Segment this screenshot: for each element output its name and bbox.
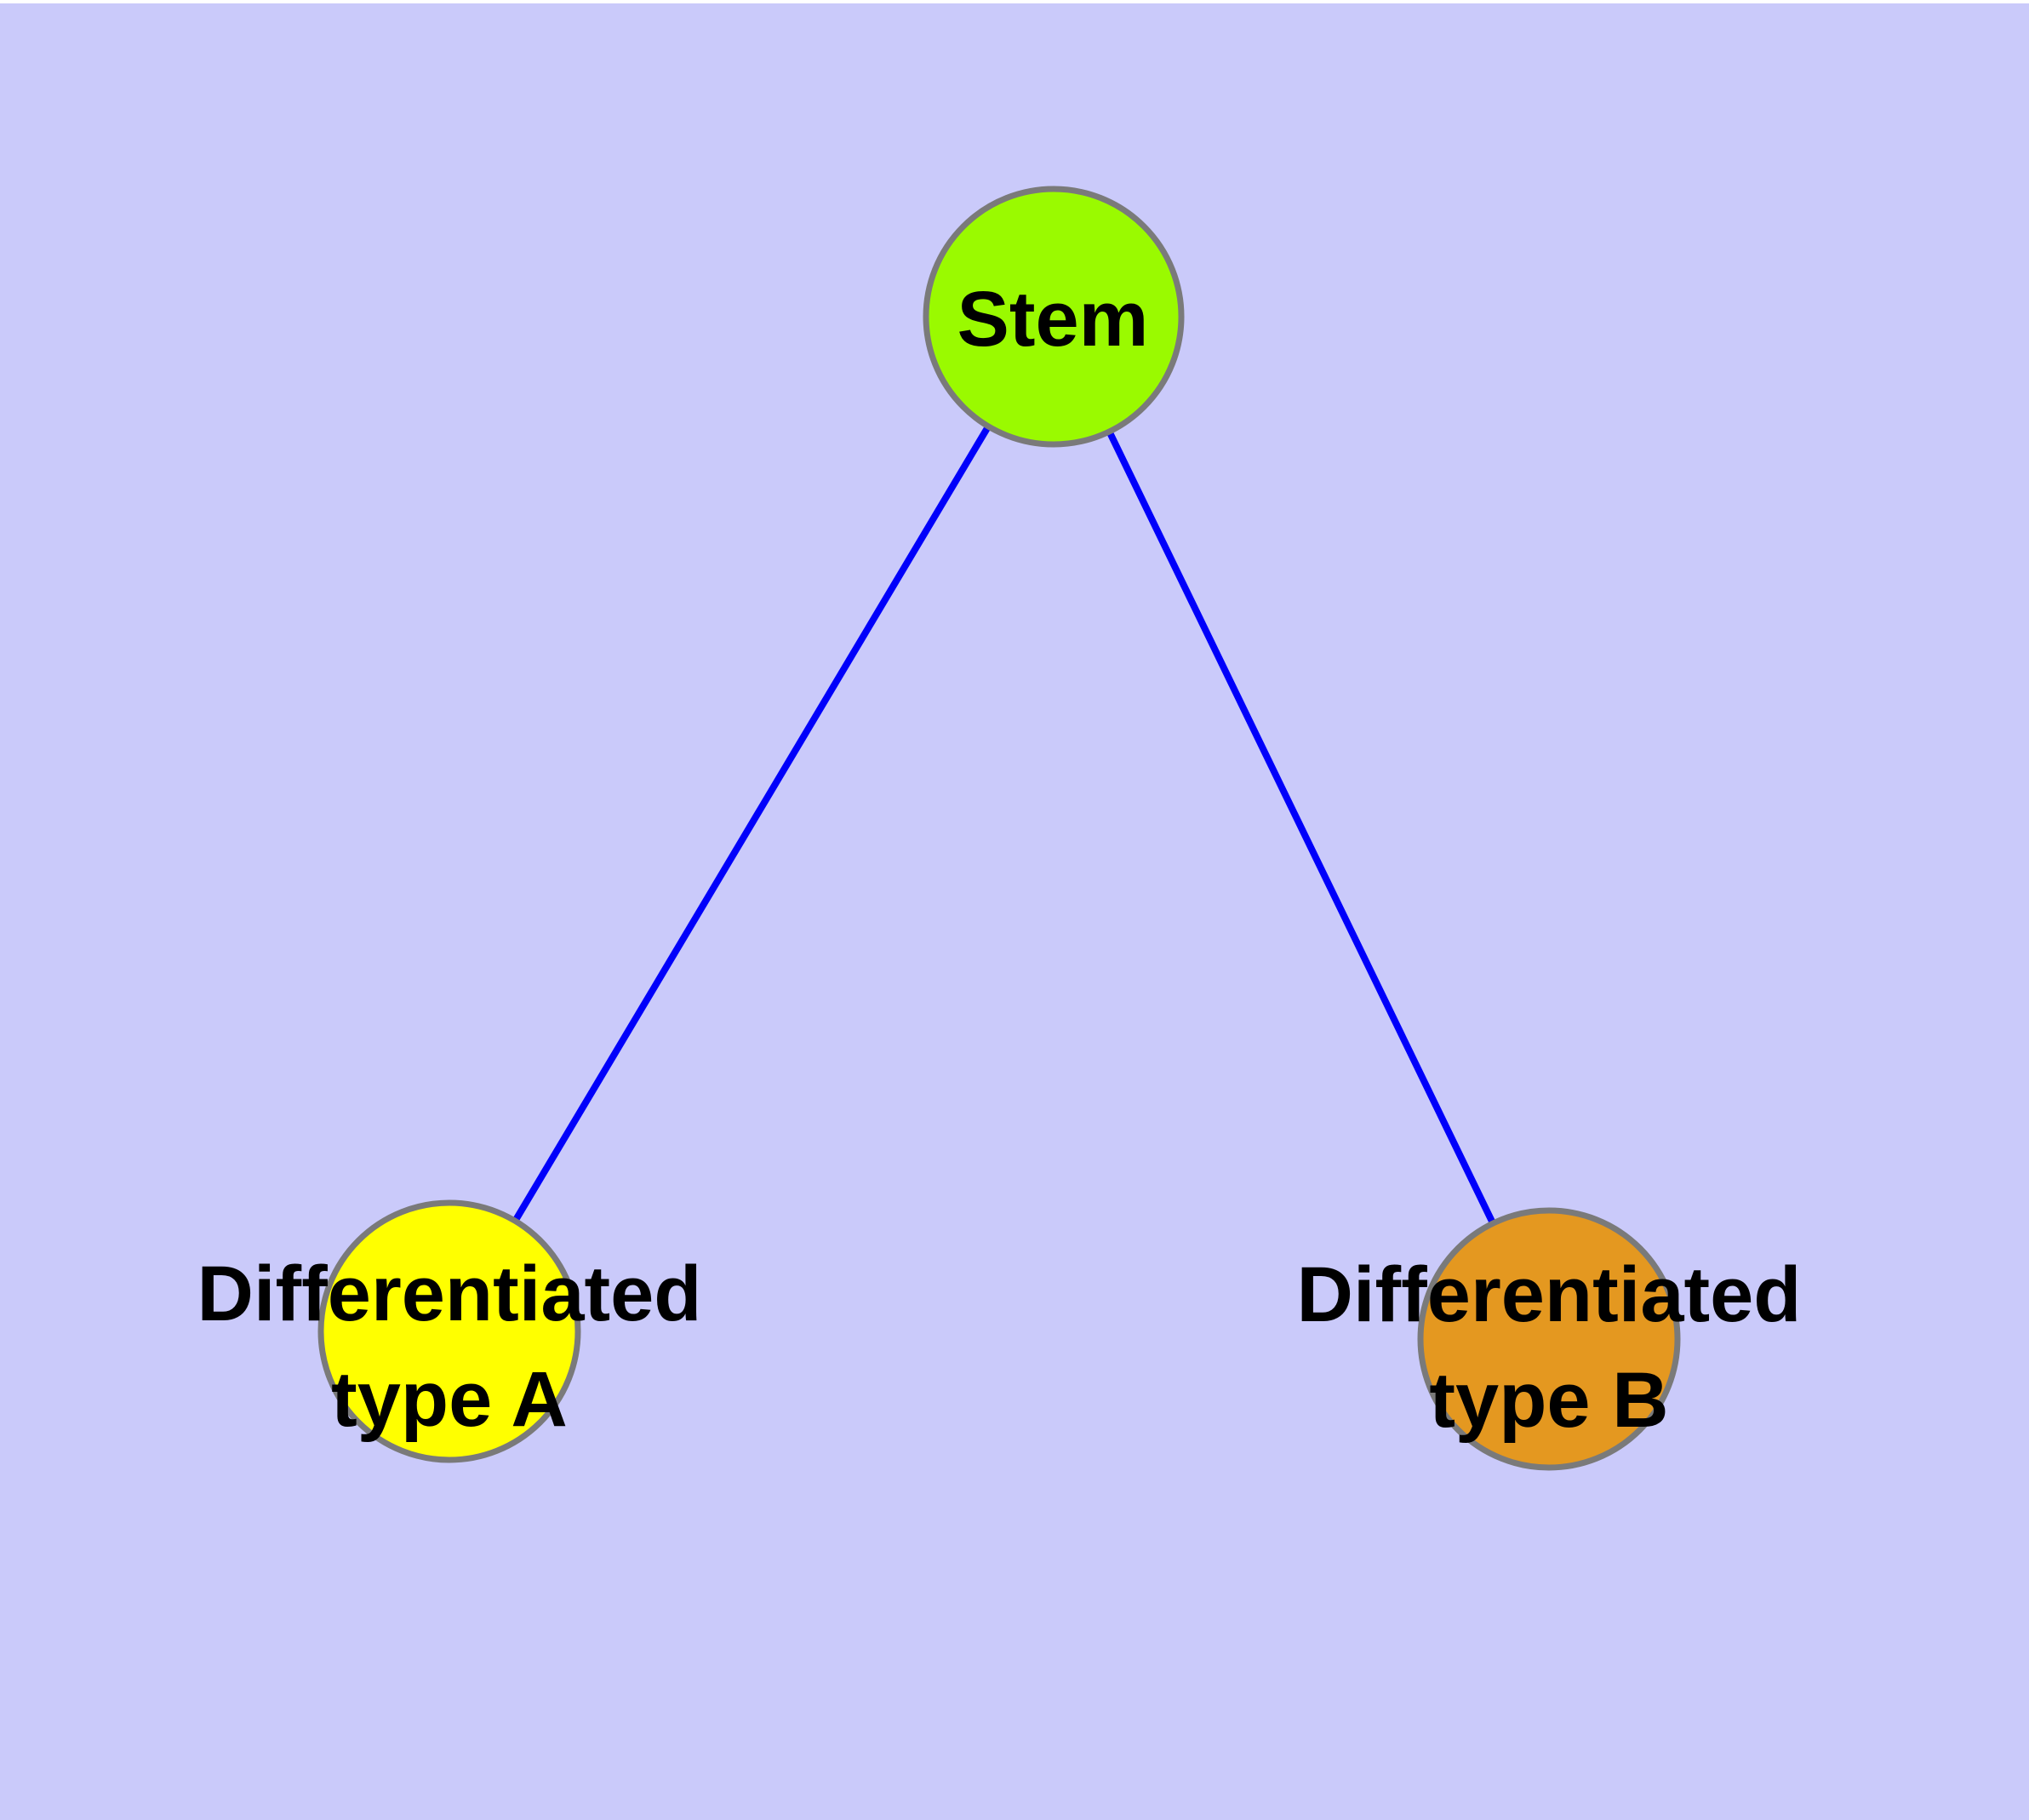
node-differentiated-type-a[interactable] bbox=[317, 1199, 581, 1463]
edge-stem-to-type-a bbox=[446, 314, 1057, 1334]
edge-stem-to-type-b bbox=[1050, 315, 1552, 1341]
node-stem[interactable] bbox=[923, 186, 1185, 448]
node-differentiated-type-b[interactable] bbox=[1417, 1207, 1681, 1471]
top-border-strip bbox=[0, 0, 2029, 3]
